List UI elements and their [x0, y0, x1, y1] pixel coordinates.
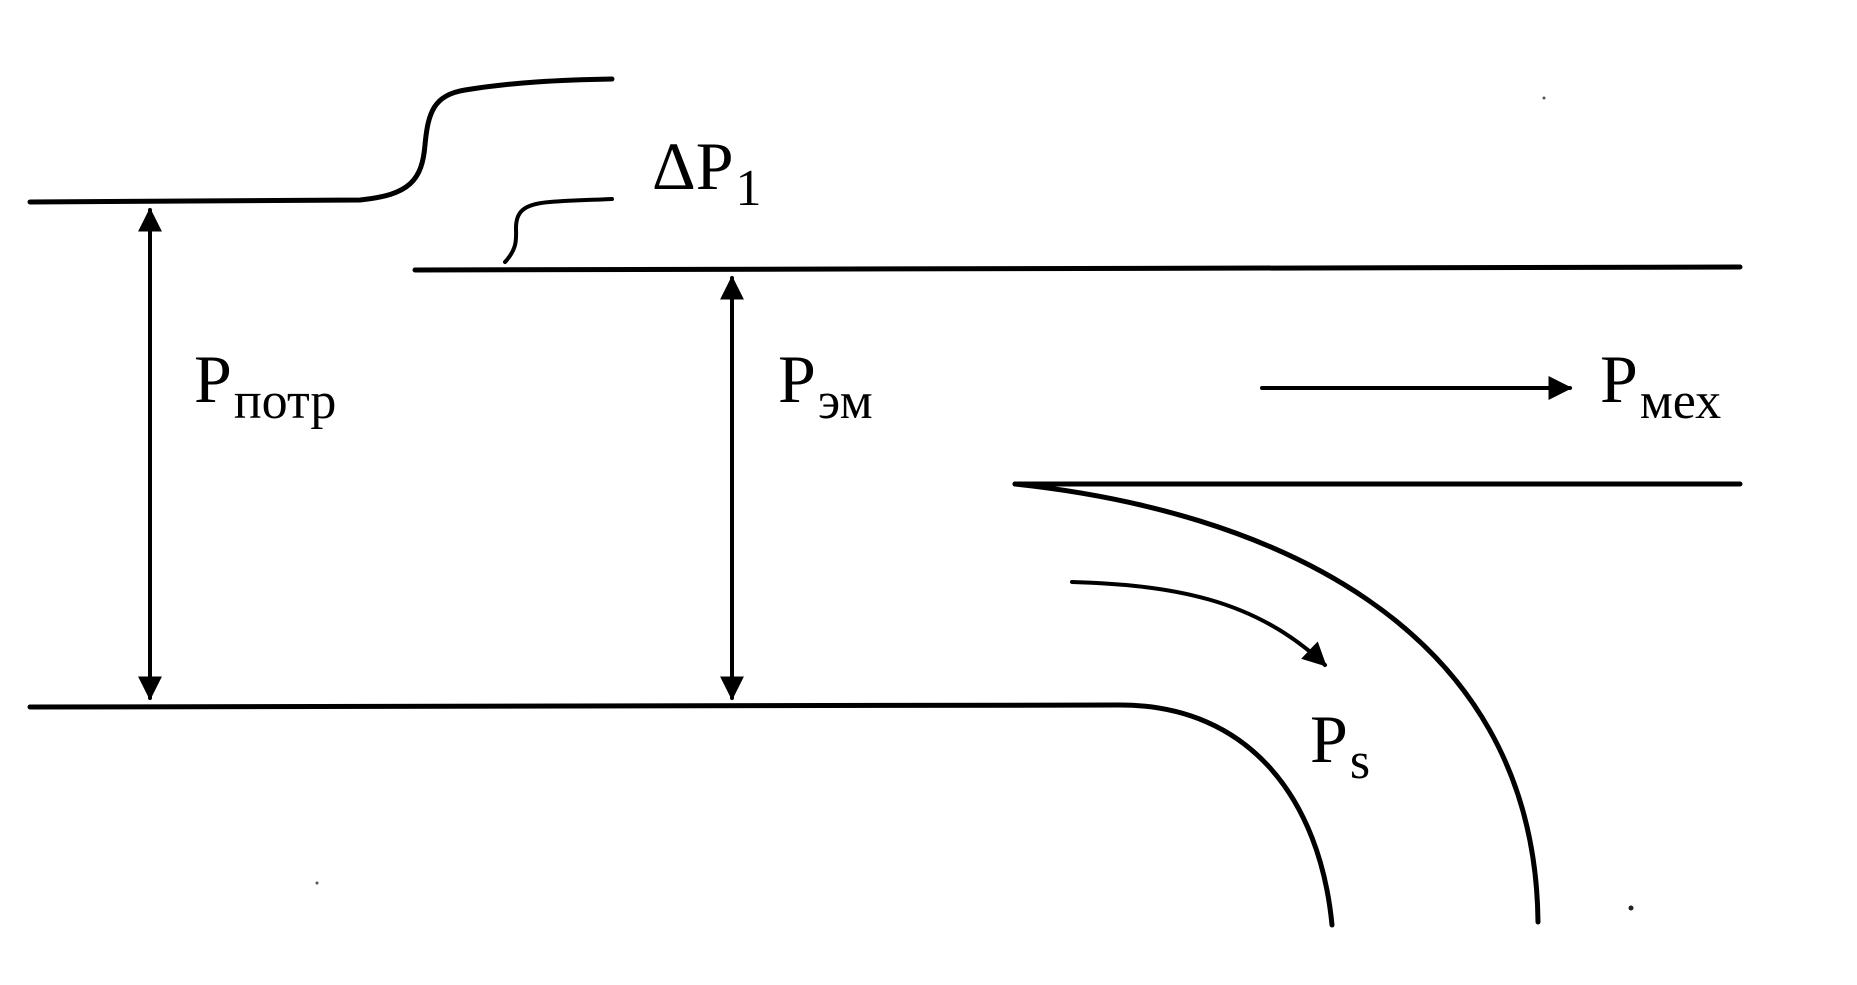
- p-s-arrow: [1070, 580, 1327, 667]
- speck: [1542, 96, 1546, 100]
- label-delta-p1-sub: 1: [735, 160, 762, 217]
- label-p-em-sub: эм: [817, 373, 873, 430]
- label-p-s: Ps: [1310, 705, 1370, 788]
- label-delta-p1: ΔP1: [652, 132, 762, 215]
- label-p-potr-sub: потр: [233, 373, 337, 430]
- label-p-em-main: P: [778, 341, 816, 417]
- label-p-potr: Pпотр: [194, 345, 336, 428]
- em-top-line: [412, 264, 1743, 273]
- label-p-s-sub: s: [1349, 733, 1371, 790]
- label-delta-p1-main: ΔP: [652, 128, 734, 204]
- label-p-mex-sub: мех: [1639, 373, 1722, 430]
- speck: [1628, 905, 1634, 911]
- label-p-potr-main: P: [194, 341, 232, 417]
- loss-delta-p1-curve: [503, 197, 614, 264]
- label-p-mex-main: P: [1600, 341, 1638, 417]
- label-p-s-main: P: [1310, 701, 1348, 777]
- speck: [315, 881, 319, 885]
- input-top-line: [27, 76, 615, 205]
- bottom-line: [27, 702, 1335, 928]
- label-p-em: Pэм: [778, 345, 873, 428]
- ps-loss-outer-curve: [1012, 481, 1541, 925]
- label-p-mex: Pмех: [1600, 345, 1721, 428]
